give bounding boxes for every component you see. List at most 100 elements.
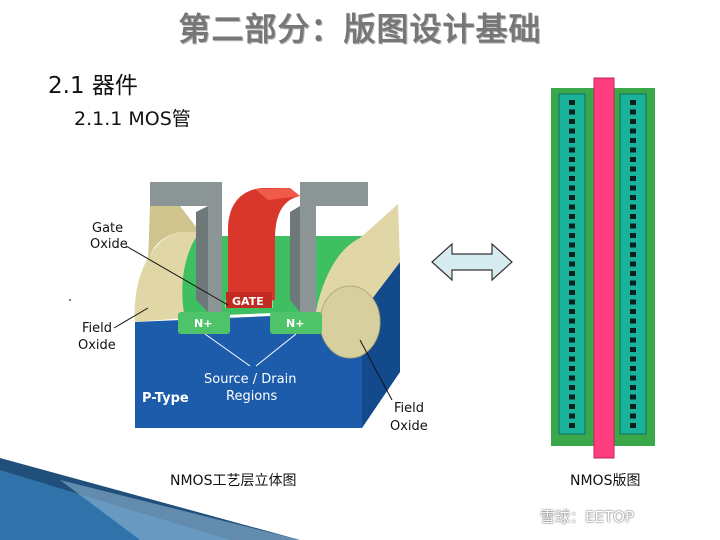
contact-square [630, 299, 636, 305]
subsection-heading: 2.1.1 MOS管 [74, 108, 191, 130]
contact-square [569, 299, 575, 305]
contact-square [630, 356, 636, 362]
gate-poly-highlight [255, 188, 300, 200]
gate-label-box [226, 292, 272, 308]
contact-square [630, 337, 636, 343]
contact-square [630, 214, 636, 219]
n-plus-right-region [270, 312, 322, 334]
contact-square [630, 147, 636, 153]
metal-contact-left [150, 182, 222, 312]
field-oxide-left-label-1: Field [82, 321, 112, 336]
gate-oxide-leader [125, 245, 229, 306]
contact-square [569, 394, 575, 400]
contact-square [630, 366, 636, 371]
watermark: 雪球：EETOP [540, 508, 634, 526]
nmos-3d-figure: Gate Oxide Field Oxide GATE N+ N+ Source… [69, 182, 428, 434]
contact-square [569, 233, 575, 238]
stray-dot [69, 299, 71, 301]
contact-square [569, 271, 575, 276]
source-drain-label-1: Source / Drain [204, 372, 296, 387]
contact-square [569, 413, 575, 419]
gate-oxide-label-1: Gate [92, 221, 123, 236]
contact-square [569, 423, 575, 428]
contact-square [630, 204, 636, 210]
contact-square [569, 166, 575, 172]
contact-square [630, 223, 636, 229]
contact-square [630, 176, 636, 181]
contact-square [630, 252, 636, 257]
contact-square [630, 109, 636, 115]
contact-square [630, 128, 636, 134]
field-oxide-left-top [148, 206, 200, 262]
contact-square [630, 347, 636, 352]
contact-square [630, 233, 636, 238]
field-oxide-left [134, 232, 200, 322]
contact-square [569, 375, 575, 381]
contact-square [630, 423, 636, 428]
contact-square [569, 119, 575, 124]
field-oxide-right-end [319, 285, 381, 359]
contact-square [630, 413, 636, 419]
contact-square [630, 394, 636, 400]
contact-square [569, 242, 575, 248]
gate-oxide-label-2: Oxide [90, 237, 128, 252]
n-plus-left-text: N+ [194, 317, 212, 330]
substrate-front [135, 312, 362, 428]
contact-square [569, 195, 575, 200]
contact-square [630, 185, 636, 191]
contact-square [569, 128, 575, 134]
contact-square [569, 109, 575, 115]
contact-square [630, 385, 636, 390]
contact-square [569, 385, 575, 390]
contact-square [630, 271, 636, 276]
contact-square [630, 318, 636, 324]
contact-square [569, 366, 575, 371]
field-oxide-right-label-2: Oxide [390, 419, 428, 434]
metal-contact-left-face [196, 206, 208, 312]
right-figure-caption: NMOS版图 [570, 473, 641, 489]
contact-square [630, 166, 636, 172]
contact-square [569, 337, 575, 343]
contacts-left [569, 100, 575, 428]
source-drain-leader-right [255, 333, 297, 367]
contact-square [569, 223, 575, 229]
metal-contact-right-face [290, 206, 300, 312]
contact-square [630, 290, 636, 295]
contact-square [569, 147, 575, 153]
contact-square [630, 328, 636, 333]
contact-square [569, 261, 575, 267]
slide-title: 第二部分：版图设计基础 [178, 10, 542, 48]
layout-poly-gate [593, 77, 615, 459]
contact-square [630, 195, 636, 200]
gate-text: GATE [232, 295, 264, 308]
contact-square [569, 204, 575, 210]
corner-band-shade [60, 480, 300, 540]
contact-square [569, 100, 575, 105]
contact-square [569, 214, 575, 219]
contact-square [630, 157, 636, 162]
field-oxide-left-leader [113, 307, 149, 329]
contact-square [569, 347, 575, 352]
contact-square [630, 242, 636, 248]
n-plus-left-region [178, 312, 230, 334]
metal-contact-right [300, 182, 368, 312]
contact-square [569, 252, 575, 257]
contact-square [569, 290, 575, 295]
contact-square [630, 280, 636, 286]
substrate-label: P-Type [142, 391, 189, 406]
contact-square [630, 100, 636, 105]
source-drain-label-2: Regions [226, 389, 278, 404]
source-drain-leader-left [204, 333, 251, 367]
field-oxide-right-leader [359, 339, 393, 401]
contact-square [569, 328, 575, 333]
contact-square [630, 375, 636, 381]
contact-square [569, 318, 575, 324]
double-arrow [431, 242, 513, 282]
contact-square [630, 119, 636, 124]
section-heading: 2.1 器件 [48, 73, 138, 99]
contact-square [630, 309, 636, 314]
contact-square [569, 356, 575, 362]
contact-square [569, 185, 575, 191]
